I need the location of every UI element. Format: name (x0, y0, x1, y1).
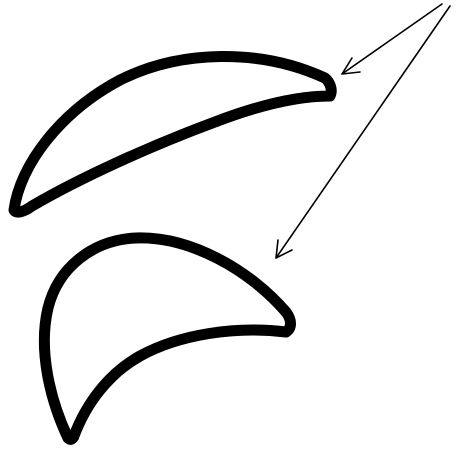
lower-crescent-shape (44, 238, 290, 441)
upper-crescent-shape (14, 56, 331, 212)
upper-crescent-outline (14, 56, 331, 212)
arrow-line-lower (276, 6, 450, 258)
arrow-to-lower-crescent (276, 6, 450, 258)
lower-crescent-outline (44, 238, 290, 439)
